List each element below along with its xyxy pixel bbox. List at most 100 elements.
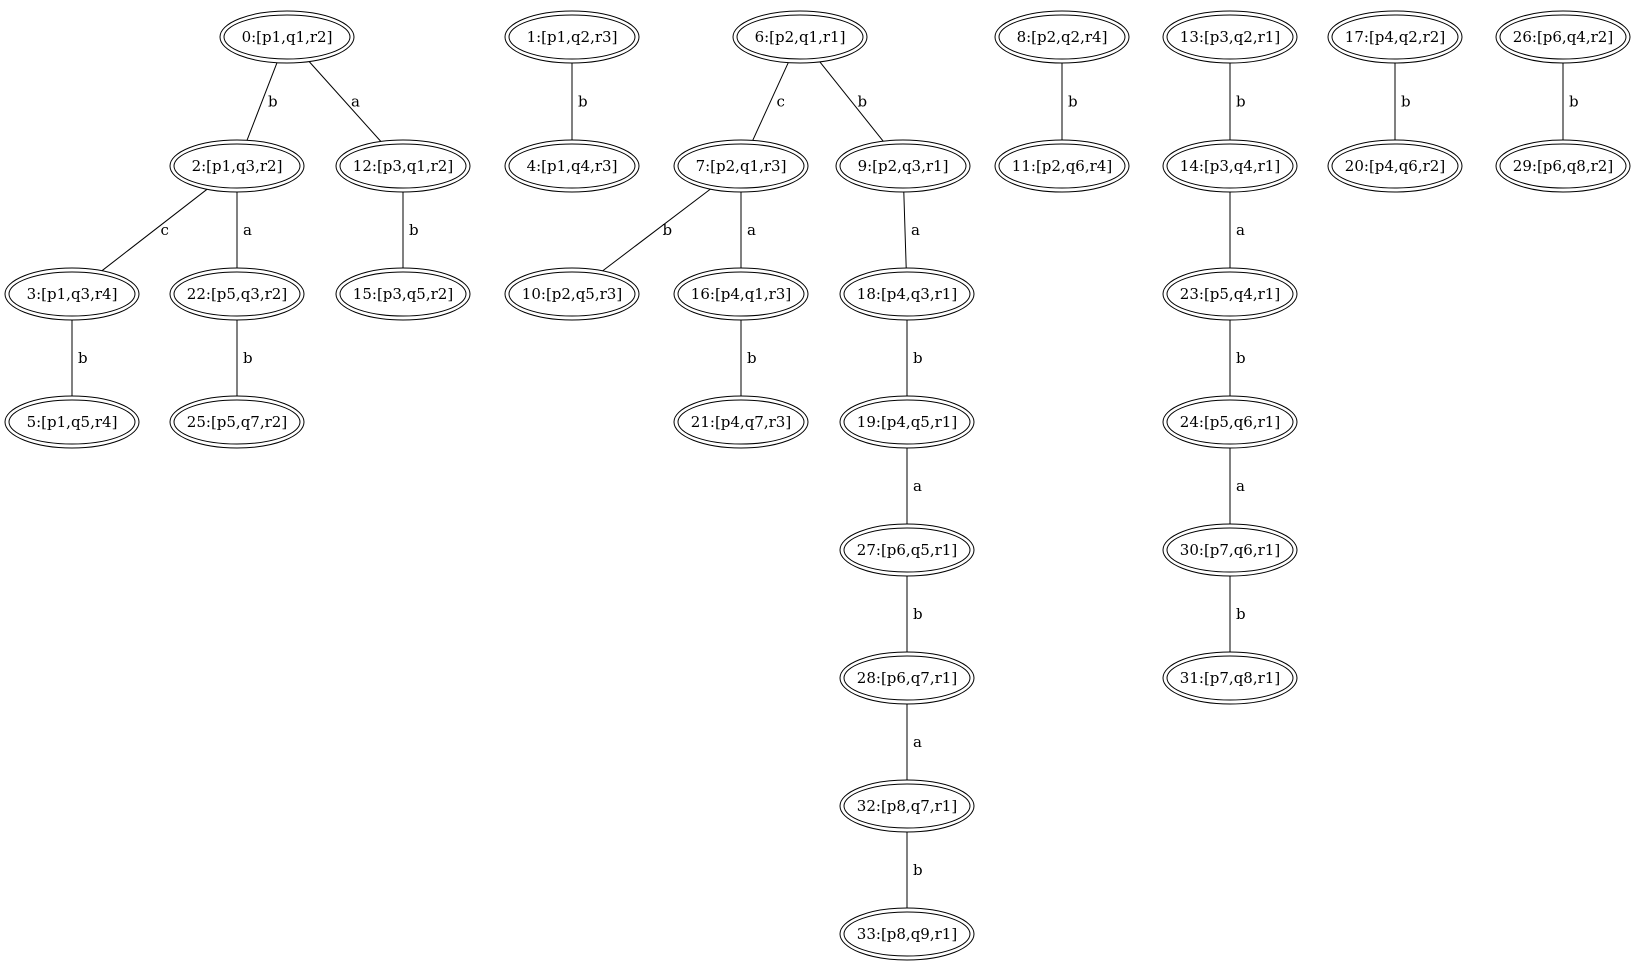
node-inner-ring xyxy=(1166,271,1294,317)
node-outer-ring xyxy=(1495,10,1631,64)
node-label: 23:[p5,q4,r1] xyxy=(1180,285,1280,303)
node-outer-ring xyxy=(673,267,809,321)
node-inner-ring xyxy=(998,14,1126,60)
node-outer-ring xyxy=(732,10,868,64)
state-node-31: 31:[p7,q8,r1] xyxy=(1162,651,1298,705)
node-label: 24:[p5,q6,r1] xyxy=(1180,413,1280,431)
edge-label-28-32: a xyxy=(913,733,922,751)
edge-label-18-19: b xyxy=(913,349,923,367)
edge-label-27-28: b xyxy=(913,605,923,623)
node-inner-ring xyxy=(1166,399,1294,445)
node-outer-ring xyxy=(1327,10,1463,64)
state-node-15: 15:[p3,q5,r2] xyxy=(335,267,471,321)
state-node-7: 7:[p2,q1,r3] xyxy=(673,139,809,193)
node-inner-ring xyxy=(1166,14,1294,60)
state-node-21: 21:[p4,q7,r3] xyxy=(673,395,809,449)
state-node-16: 16:[p4,q1,r3] xyxy=(673,267,809,321)
node-label: 26:[p6,q4,r2] xyxy=(1513,28,1613,46)
node-inner-ring xyxy=(173,399,301,445)
edge-label-1-4: b xyxy=(578,93,588,111)
node-inner-ring xyxy=(1166,143,1294,189)
state-node-11: 11:[p2,q6,r4] xyxy=(994,139,1130,193)
state-node-14: 14:[p3,q4,r1] xyxy=(1162,139,1298,193)
node-outer-ring xyxy=(1162,267,1298,321)
node-label: 21:[p4,q7,r3] xyxy=(691,413,791,431)
node-label: 22:[p5,q3,r2] xyxy=(187,285,287,303)
node-inner-ring xyxy=(677,399,805,445)
state-node-0: 0:[p1,q1,r2] xyxy=(219,10,355,64)
node-label: 12:[p3,q1,r2] xyxy=(353,157,453,175)
edge-label-2-22: a xyxy=(243,221,252,239)
edge-label-17-20: b xyxy=(1401,93,1411,111)
node-outer-ring xyxy=(839,651,975,705)
edge-label-24-30: a xyxy=(1236,477,1245,495)
node-label: 9:[p2,q3,r1] xyxy=(858,157,949,175)
node-inner-ring xyxy=(508,14,636,60)
node-label: 7:[p2,q1,r3] xyxy=(696,157,787,175)
node-label: 20:[p4,q6,r2] xyxy=(1345,157,1445,175)
state-node-10: 10:[p2,q5,r3] xyxy=(504,267,640,321)
state-node-30: 30:[p7,q6,r1] xyxy=(1162,523,1298,577)
node-inner-ring xyxy=(1166,655,1294,701)
node-label: 8:[p2,q2,r4] xyxy=(1017,28,1108,46)
state-node-17: 17:[p4,q2,r2] xyxy=(1327,10,1463,64)
edge-label-13-14: b xyxy=(1236,93,1246,111)
edge-label-7-10: b xyxy=(663,221,673,239)
node-inner-ring xyxy=(843,527,971,573)
edge-label-6-7: c xyxy=(777,93,785,111)
state-node-4: 4:[p1,q4,r3] xyxy=(504,139,640,193)
node-inner-ring xyxy=(843,783,971,829)
edge-6-7 xyxy=(752,62,789,141)
state-node-6: 6:[p2,q1,r1] xyxy=(732,10,868,64)
node-outer-ring xyxy=(835,139,971,193)
edge-label-0-2: b xyxy=(268,93,278,111)
edge-label-6-9: b xyxy=(858,93,868,111)
node-outer-ring xyxy=(4,395,140,449)
node-outer-ring xyxy=(1495,139,1631,193)
node-label: 5:[p1,q5,r4] xyxy=(27,413,118,431)
node-label: 0:[p1,q1,r2] xyxy=(242,28,333,46)
node-label: 17:[p4,q2,r2] xyxy=(1345,28,1445,46)
node-outer-ring xyxy=(994,10,1130,64)
node-inner-ring xyxy=(339,271,467,317)
state-node-24: 24:[p5,q6,r1] xyxy=(1162,395,1298,449)
node-label: 29:[p6,q8,r2] xyxy=(1513,157,1613,175)
state-node-12: 12:[p3,q1,r2] xyxy=(335,139,471,193)
edge-0-12 xyxy=(308,61,382,142)
node-label: 33:[p8,q9,r1] xyxy=(857,925,957,943)
node-outer-ring xyxy=(839,907,975,961)
node-outer-ring xyxy=(673,395,809,449)
node-label: 30:[p7,q6,r1] xyxy=(1180,541,1280,559)
state-node-18: 18:[p4,q3,r1] xyxy=(839,267,975,321)
node-label: 25:[p5,q7,r2] xyxy=(187,413,287,431)
node-outer-ring xyxy=(4,267,140,321)
node-inner-ring xyxy=(1331,14,1459,60)
edge-0-2 xyxy=(246,62,278,141)
edge-label-12-15: b xyxy=(409,221,419,239)
node-label: 16:[p4,q1,r3] xyxy=(691,285,791,303)
node-outer-ring xyxy=(839,395,975,449)
nodes-layer: 0:[p1,q1,r2]1:[p1,q2,r3]6:[p2,q1,r1]8:[p… xyxy=(4,10,1631,961)
edge-7-10 xyxy=(602,188,711,272)
node-inner-ring xyxy=(736,14,864,60)
edge-label-0-12: a xyxy=(351,93,360,111)
node-outer-ring xyxy=(673,139,809,193)
node-outer-ring xyxy=(1162,523,1298,577)
node-inner-ring xyxy=(1331,143,1459,189)
edge-label-19-27: a xyxy=(913,477,922,495)
node-label: 10:[p2,q5,r3] xyxy=(522,285,622,303)
node-label: 14:[p3,q4,r1] xyxy=(1180,157,1280,175)
node-label: 6:[p2,q1,r1] xyxy=(755,28,846,46)
node-inner-ring xyxy=(843,655,971,701)
node-inner-ring xyxy=(839,143,967,189)
node-label: 3:[p1,q3,r4] xyxy=(27,285,118,303)
node-inner-ring xyxy=(339,143,467,189)
edge-label-14-23: a xyxy=(1236,221,1245,239)
edge-label-26-29: b xyxy=(1569,93,1579,111)
state-node-27: 27:[p6,q5,r1] xyxy=(839,523,975,577)
node-inner-ring xyxy=(998,143,1126,189)
edge-label-30-31: b xyxy=(1236,605,1246,623)
node-outer-ring xyxy=(169,267,305,321)
state-node-26: 26:[p6,q4,r2] xyxy=(1495,10,1631,64)
